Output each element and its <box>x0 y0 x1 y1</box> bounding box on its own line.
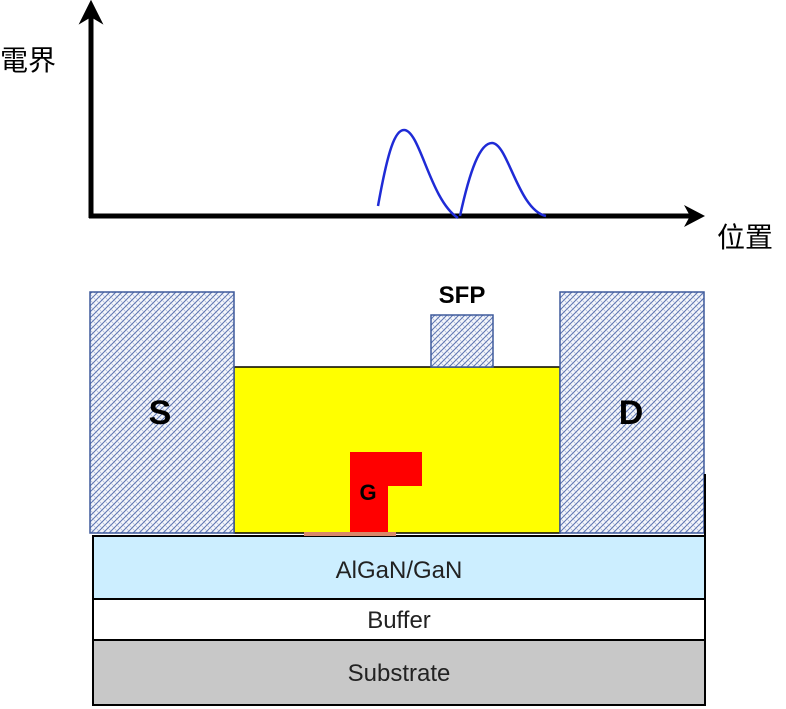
y-axis-label: 電界 <box>0 44 56 77</box>
field-plate-label: SFP <box>439 282 486 309</box>
buffer-layer <box>92 598 706 641</box>
algan-gan-layer <box>92 535 706 600</box>
drain-label: D <box>619 394 644 432</box>
x-axis-label: 位置 <box>717 221 773 254</box>
field-graph: 電界 位置 <box>0 0 773 254</box>
source-electrode <box>89 291 235 534</box>
field-peak-gate <box>376 128 459 220</box>
gate-electrode <box>350 452 422 533</box>
device-cross-section: Substrate Buffer AlGaN/GaN G S D SFP <box>89 282 706 706</box>
source-field-plate <box>430 314 494 368</box>
source-label: S <box>149 394 172 432</box>
algan-gan-label: AlGaN/GaN <box>336 557 463 584</box>
field-peak-sfp <box>458 141 547 218</box>
drain-electrode <box>559 291 705 534</box>
gate-label: G <box>359 480 376 505</box>
y-axis-arrowhead <box>78 0 104 25</box>
x-axis-arrowhead <box>684 205 705 227</box>
passivation-layer <box>233 366 561 534</box>
gate-foot <box>304 532 396 536</box>
substrate-label: Substrate <box>348 660 451 687</box>
buffer-label: Buffer <box>367 607 431 634</box>
substrate-layer <box>92 639 706 706</box>
